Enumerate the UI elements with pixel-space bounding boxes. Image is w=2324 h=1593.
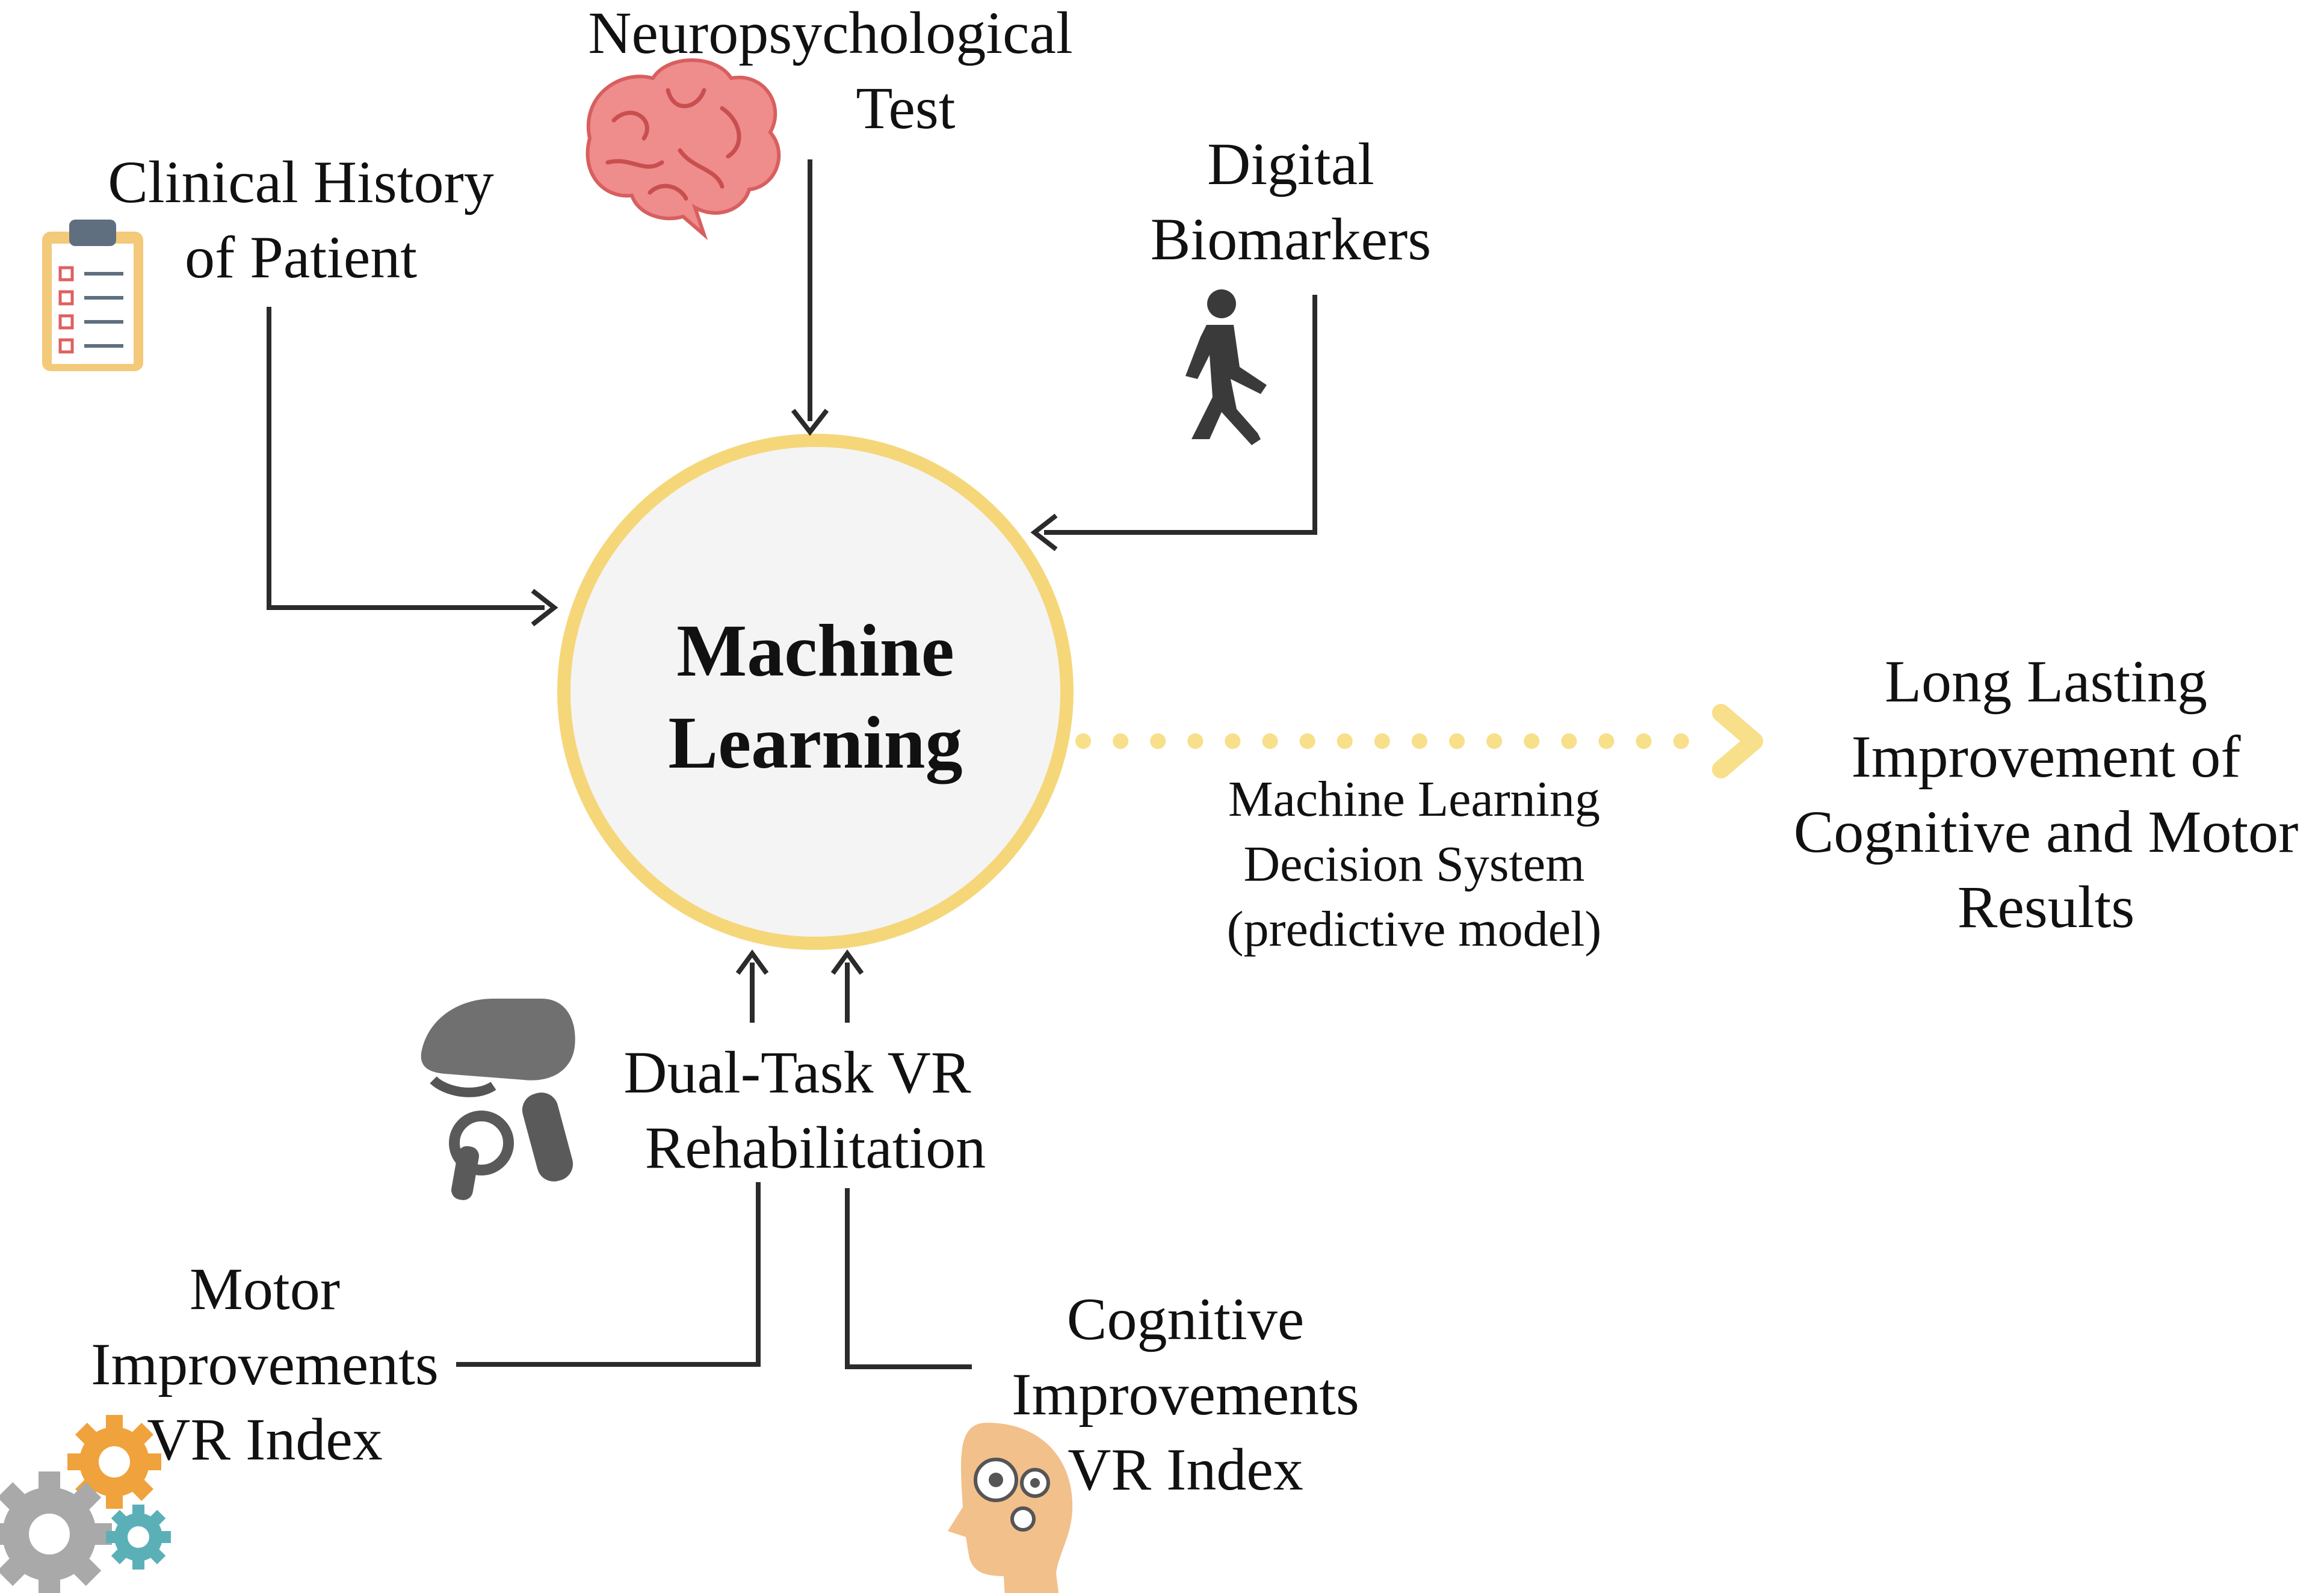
center-line2: Learning <box>668 701 963 784</box>
clinical-line2: of Patient <box>184 224 418 291</box>
arrow-clinical-to-ml <box>267 307 558 627</box>
clipboard-icon <box>42 220 143 371</box>
clinical-line1: Clinical History <box>108 149 494 215</box>
connector-motor-to-rehab <box>456 1182 761 1367</box>
rehab-line2: Rehabilitation <box>644 1114 986 1181</box>
motor-line3: VR Index <box>147 1406 383 1473</box>
label-clinical-history: Clinical History of Patient <box>84 144 518 295</box>
motor-line1: Motor <box>190 1256 340 1322</box>
output-line2: Improvement of <box>1851 723 2241 790</box>
decision-line2: Decision System <box>1243 836 1585 892</box>
neuro-line1: Neuropsychological <box>588 0 1073 66</box>
arrow-digital-to-ml <box>1030 295 1317 552</box>
arrow-rehab-to-ml-right <box>830 949 864 1023</box>
cognitive-line3: VR Index <box>1068 1436 1303 1503</box>
rehab-line1: Dual-Task VR <box>623 1039 971 1106</box>
label-motor-improvements: Motor Improvements VR Index <box>60 1251 469 1477</box>
cognitive-line2: Improvements <box>1012 1361 1359 1428</box>
decision-line3: (predictive model) <box>1226 901 1602 957</box>
label-decision-system: Machine Learning Decision System (predic… <box>1179 767 1649 962</box>
label-neuropsychological-test: Neuropsychological Test <box>560 0 1101 146</box>
output-line4: Results <box>1957 874 2135 940</box>
vr-headset-icon <box>421 999 575 1200</box>
output-line3: Cognitive and Motor <box>1793 798 2299 865</box>
connector-cognitive-to-rehab <box>845 1188 972 1369</box>
brain-icon <box>586 58 781 241</box>
decision-line1: Machine Learning <box>1228 771 1601 827</box>
gears-icon <box>0 1415 171 1593</box>
neuro-line2: Test <box>856 75 956 141</box>
label-dual-task-vr: Dual-Task VR Rehabilitation <box>575 1035 996 1185</box>
machine-learning-circle <box>557 434 1074 950</box>
label-machine-learning: Machine Learning <box>629 605 1002 789</box>
dotted-arrow-to-output <box>1075 704 1763 778</box>
arrow-rehab-to-ml-left <box>735 949 769 1023</box>
arrow-neuro-to-ml <box>791 159 829 436</box>
head-gears-icon <box>948 1423 1073 1593</box>
digital-line1: Digital <box>1207 131 1374 197</box>
digital-line2: Biomarkers <box>1150 206 1432 273</box>
walking-person-icon <box>1185 289 1267 445</box>
output-line1: Long Lasting <box>1884 648 2208 715</box>
label-digital-biomarkers: Digital Biomarkers <box>1131 126 1450 277</box>
label-cognitive-improvements: Cognitive Improvements VR Index <box>969 1281 1402 1507</box>
motor-line2: Improvements <box>91 1331 439 1397</box>
center-line1: Machine <box>676 609 954 692</box>
cognitive-line1: Cognitive <box>1066 1286 1305 1352</box>
label-output: Long Lasting Improvement of Cognitive an… <box>1763 644 2324 944</box>
